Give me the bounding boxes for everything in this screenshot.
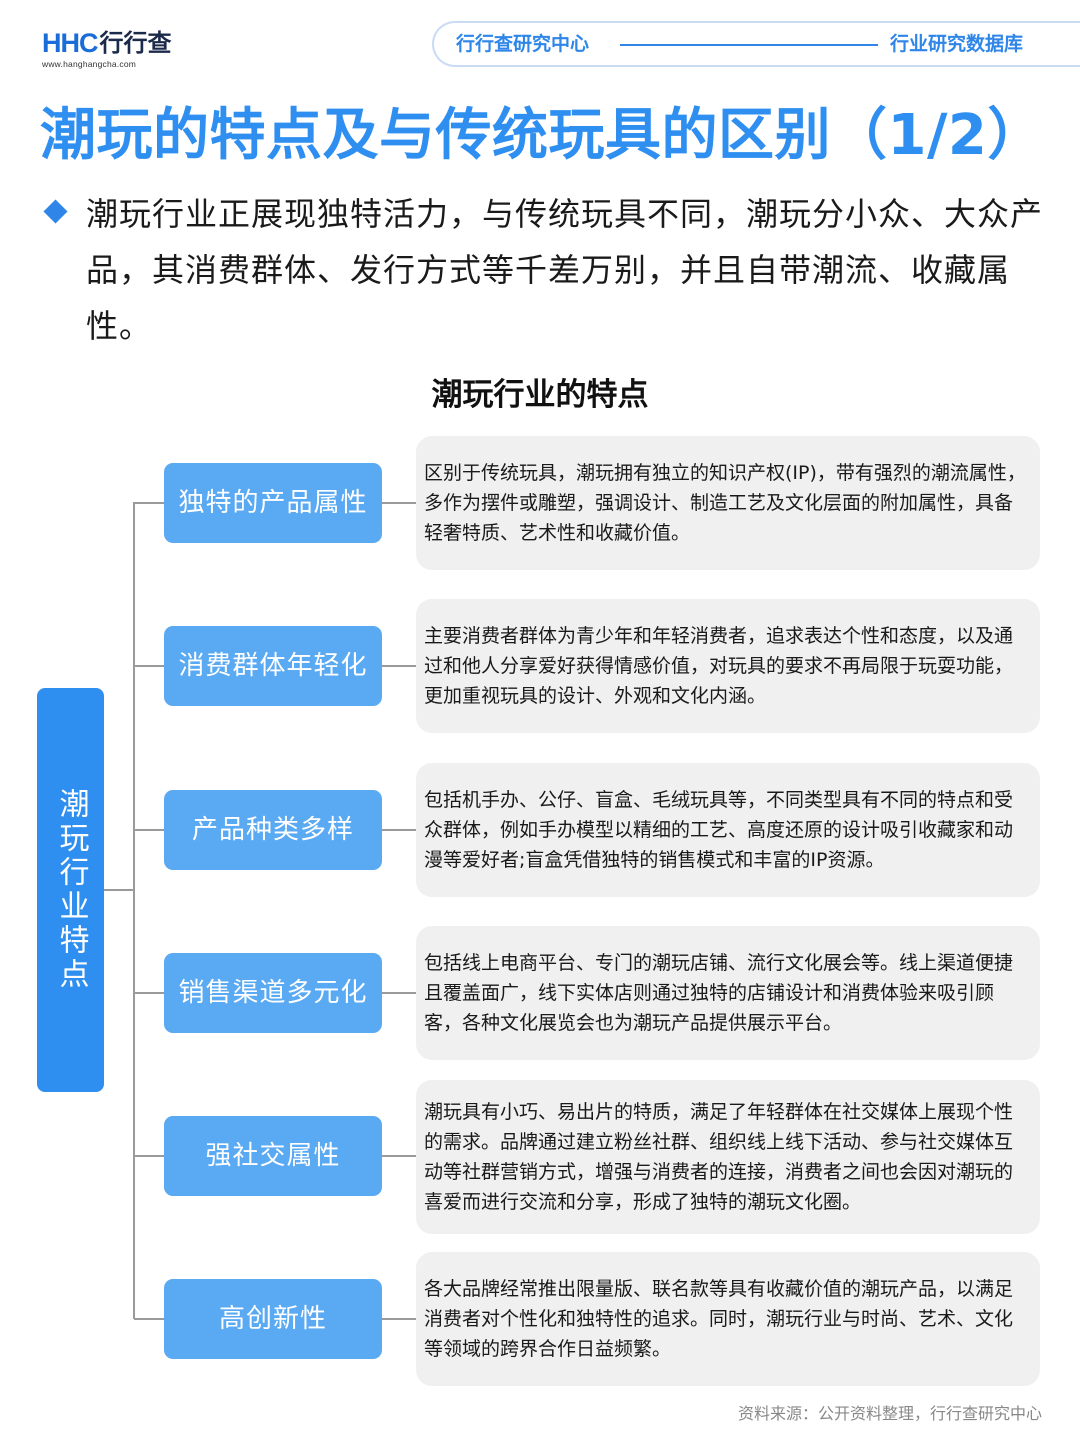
connector-left <box>134 502 164 504</box>
connector-right <box>382 829 416 831</box>
connector-left <box>134 665 164 667</box>
feature-node: 产品种类多样 <box>164 790 382 870</box>
header-research-center: 行行查研究中心 <box>456 33 590 55</box>
header-divider-line <box>620 44 878 46</box>
connector-left <box>134 829 164 831</box>
feature-description: 包括机手办、公仔、盲盒、毛绒玩具等，不同类型具有不同的特点和受众群体，例如手办模… <box>416 763 1040 897</box>
logo: HHC 行行查 www.hanghangcha.com <box>42 28 202 72</box>
intro-paragraph: 潮玩行业正展现独特活力，与传统玩具不同，潮玩分小众、大众产品，其消费群体、发行方… <box>86 195 1044 345</box>
connector-right <box>382 665 416 667</box>
feature-description: 包括线上电商平台、专门的潮玩店铺、流行文化展会等。线上渠道便捷且覆盖面广，线下实… <box>416 926 1040 1060</box>
root-connector <box>104 889 134 891</box>
connector-right <box>382 502 416 504</box>
connector-left <box>134 1155 164 1157</box>
connector-left <box>134 992 164 994</box>
feature-description: 主要消费者群体为青少年和年轻消费者，追求表达个性和态度，以及通过和他人分享爱好获… <box>416 599 1040 733</box>
feature-node: 独特的产品属性 <box>164 463 382 543</box>
connector-left <box>134 1318 164 1320</box>
page-title: 潮玩的特点及与传统玩具的区别（1/2） <box>40 103 1044 168</box>
feature-description: 区别于传统玩具，潮玩拥有独立的知识产权(IP)，带有强烈的潮流属性，多作为摆件或… <box>416 436 1040 570</box>
header-database: 行业研究数据库 <box>890 33 1024 55</box>
connector-right <box>382 992 416 994</box>
connector-right <box>382 1318 416 1320</box>
logo-url: www.hanghangcha.com <box>42 59 137 69</box>
feature-node: 销售渠道多元化 <box>164 953 382 1033</box>
feature-node: 消费群体年轻化 <box>164 626 382 706</box>
feature-description: 各大品牌经常推出限量版、联名款等具有收藏价值的潮玩产品，以满足消费者对个性化和独… <box>416 1252 1040 1386</box>
logo-name: 行行查 <box>99 29 172 57</box>
diagram-title: 潮玩行业的特点 <box>431 377 649 413</box>
diamond-bullet-icon <box>43 199 68 224</box>
root-node: 潮玩行业特点 <box>37 688 104 1092</box>
header-pill <box>432 21 1080 67</box>
tree-trunk-line <box>133 502 135 1319</box>
feature-node: 强社交属性 <box>164 1116 382 1196</box>
feature-node: 高创新性 <box>164 1279 382 1359</box>
feature-description: 潮玩具有小巧、易出片的特质，满足了年轻群体在社交媒体上展现个性的需求。品牌通过建… <box>416 1080 1040 1234</box>
logo-mark: HHC <box>42 28 98 58</box>
source-note: 资料来源：公开资料整理，行行查研究中心 <box>737 1404 1042 1423</box>
root-label: 潮玩行业特点 <box>53 788 89 992</box>
connector-right <box>382 1155 416 1157</box>
